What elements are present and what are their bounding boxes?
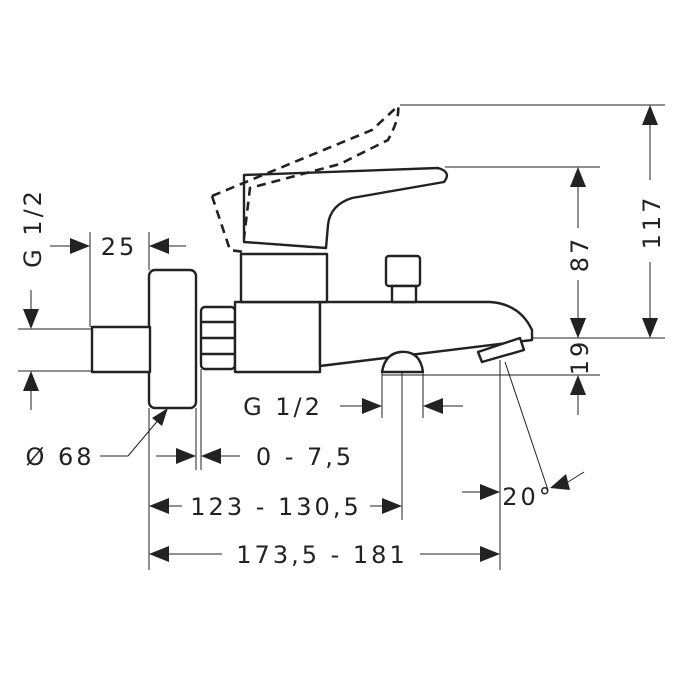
dimension-offset: 0 - 7,5 — [156, 443, 354, 471]
dimension-87: 87 — [566, 167, 594, 338]
dimension-g12-vertical: G 1/2 — [19, 188, 47, 410]
dim-offset-label: 0 - 7,5 — [256, 443, 354, 471]
dim-g12-vertical-label: G 1/2 — [19, 188, 47, 268]
diverter-stem — [390, 284, 418, 304]
dim-117-label: 117 — [638, 195, 666, 250]
dimension-g12-spout: G 1/2 — [243, 393, 463, 421]
dimension-angle: 20° — [462, 471, 585, 511]
dim-173-label: 173,5 - 181 — [236, 541, 407, 569]
faucet-outline — [90, 103, 534, 410]
dim-123-label: 123 - 130,5 — [190, 493, 361, 521]
spout-outlet — [380, 350, 425, 374]
dimension-diameter: Ø 68 — [25, 408, 168, 471]
dimension-173: 173,5 - 181 — [149, 541, 500, 569]
dim-87-label: 87 — [566, 236, 594, 273]
extension-lines — [18, 104, 665, 570]
lever-raised-outline — [211, 103, 400, 239]
dim-19-label: 19 — [566, 339, 594, 376]
wall-pipe — [90, 325, 152, 374]
dimension-25: 25 — [50, 233, 186, 261]
lever-base — [239, 252, 329, 304]
spout-aerator — [476, 336, 526, 364]
diverter-knob — [384, 254, 422, 288]
dim-angle-label: 20° — [502, 483, 554, 511]
wall-flange — [147, 268, 198, 410]
lever-handle — [242, 166, 449, 250]
dimension-123: 123 - 130,5 — [149, 493, 402, 521]
spout — [318, 300, 534, 368]
mixer-body — [233, 300, 322, 374]
dim-g12-spout-label: G 1/2 — [243, 393, 323, 421]
dimension-117: 117 — [638, 105, 666, 338]
dimension-19: 19 — [566, 318, 594, 415]
dim-25-label: 25 — [101, 233, 138, 261]
dim-diameter-label: Ø 68 — [25, 443, 94, 471]
